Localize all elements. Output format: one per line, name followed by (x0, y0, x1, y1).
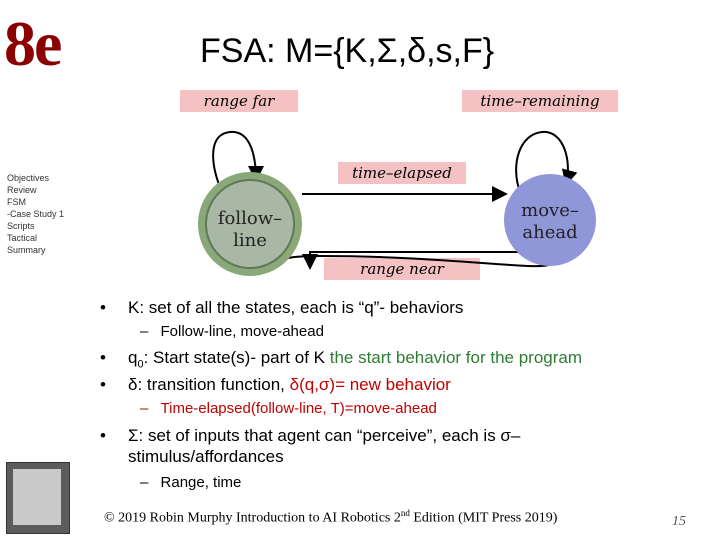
state-move-ahead-label: move– (521, 200, 579, 221)
sub-dash: – (140, 400, 149, 417)
state-move-ahead-label-2: ahead (522, 222, 577, 243)
label-time-remaining: time–remaining (480, 92, 599, 110)
sub-bullet-k-text: Follow-line, move-ahead (160, 323, 324, 340)
footer-text-a: © 2019 Robin Murphy Introduction to AI R… (104, 510, 401, 526)
sidebar-item-scripts[interactable]: Scripts (7, 221, 35, 231)
label-range-near: range near (360, 260, 445, 278)
sidebar-item-summary[interactable]: Summary (7, 245, 46, 255)
q0-desc-green: the start behavior for the program (329, 348, 583, 367)
bullet-dot: • (100, 348, 106, 367)
sub-bullet-delta-text: Time-elapsed(follow-line, T)=move-ahead (160, 400, 437, 417)
bullet-dot: • (100, 426, 106, 445)
slide-title: FSA: M={K,Σ,δ,s,F} (200, 32, 495, 70)
bullet-delta-text: δ: transition function, δ(q,σ)= new beha… (128, 375, 451, 395)
label-time-elapsed: time–elapsed (352, 164, 452, 182)
bullet-sigma-text-2: stimulus/affordances (128, 447, 284, 466)
footer-text-b: Edition (MIT Press 2019) (409, 510, 558, 526)
sub-bullet-sigma-text: Range, time (160, 474, 242, 491)
label-box-range-near (324, 258, 480, 280)
logo-8e: 8e (4, 8, 62, 79)
self-loop-move-ahead (515, 130, 578, 193)
sub-dash: – (140, 474, 149, 491)
label-box-range-far (180, 90, 298, 112)
book-cover-image (6, 462, 70, 534)
footer-copyright: © 2019 Robin Murphy Introduction to AI R… (104, 508, 557, 527)
delta-desc-red: δ(q,σ)= new behavior (289, 375, 451, 394)
page-number: 15 (672, 514, 686, 529)
sub-dash: – (140, 323, 149, 340)
bullet-sigma-text: Σ: set of inputs that agent can “perceiv… (128, 426, 521, 445)
q-subscript: 0 (137, 358, 144, 371)
bullet-q0-text: q0: Start state(s)- part of K the start … (128, 348, 582, 370)
label-range-far: range far (204, 92, 276, 110)
sidebar-item-tactical[interactable]: Tactical (7, 233, 38, 243)
state-follow-line-label: follow– (218, 208, 282, 229)
state-follow-line-label-2: line (233, 230, 267, 251)
sidebar-item-objectives[interactable]: Objectives (7, 173, 50, 183)
sidebar-item-fsm[interactable]: FSM (7, 197, 26, 207)
state-follow-line (205, 179, 295, 269)
bullet-dot: • (100, 298, 106, 317)
sub-bullet-sigma: – Range, time (140, 474, 241, 491)
footer-sup: nd (400, 508, 410, 518)
label-box-time-remaining (462, 90, 618, 112)
q-symbol: q (128, 348, 138, 367)
self-loop-follow-line (212, 130, 264, 193)
q0-desc: : Start state(s)- part of K (143, 348, 330, 367)
delta-desc: δ: transition function, (128, 375, 290, 394)
fsa-diagram: range far time–remaining time–elapsed ra… (180, 90, 618, 280)
bullet-k-text: K: set of all the states, each is “q”- b… (128, 298, 464, 317)
label-box-time-elapsed (338, 162, 466, 184)
bullet-dot: • (100, 375, 106, 394)
sub-bullet-delta: – Time-elapsed(follow-line, T)=move-ahea… (140, 400, 437, 417)
sidebar-item-review[interactable]: Review (7, 185, 37, 195)
book-cover-inner (13, 469, 61, 525)
sidebar-item-case-study-1[interactable]: -Case Study 1 (7, 209, 65, 219)
sub-bullet-k: – Follow-line, move-ahead (140, 323, 324, 340)
state-move-ahead (504, 174, 596, 266)
